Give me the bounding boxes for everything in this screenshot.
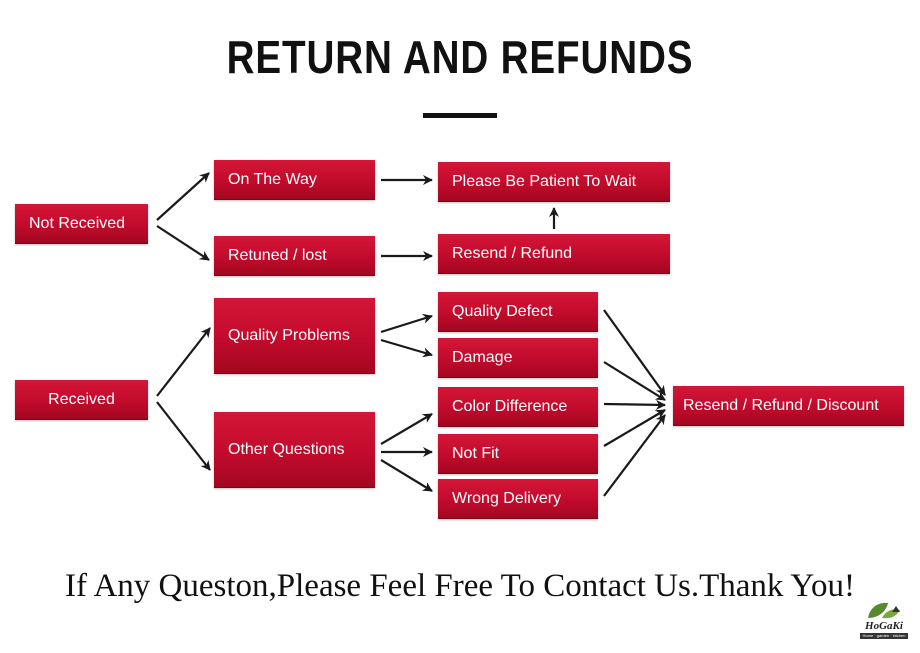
leaf-icon: [868, 602, 900, 619]
arrow-received-to-other-questions: [156, 401, 211, 471]
box-returned-lost-label: Retuned / lost: [228, 246, 327, 264]
box-color-difference: Color Difference: [438, 387, 598, 427]
box-resend-refund-label: Resend / Refund: [452, 244, 573, 262]
arrow-quality-problems-to-damage: [380, 338, 433, 358]
box-wrong-delivery: Wrong Delivery: [438, 479, 598, 519]
box-quality-defect: Quality Defect: [438, 292, 598, 332]
box-color-difference-label: Color Difference: [452, 397, 568, 415]
box-be-patient-label: Please Be Patient To Wait: [452, 172, 637, 190]
box-damage-label: Damage: [452, 348, 513, 366]
box-quality-problems: Quality Problems: [214, 298, 375, 374]
arrow-other-questions-to-color-difference: [380, 413, 433, 445]
arrow-not-received-to-returned-lost: [156, 225, 210, 261]
box-quality-defect-label: Quality Defect: [452, 302, 553, 320]
box-resend-refund-discount-label: Resend / Refund / Discount: [683, 396, 879, 414]
arrow-color-difference-to-final: [603, 399, 666, 410]
box-not-received-label: Not Received: [29, 214, 126, 232]
box-on-the-way-label: On The Way: [228, 170, 317, 188]
box-be-patient: Please Be Patient To Wait: [438, 162, 670, 202]
arrow-not-fit-to-final: [603, 409, 666, 447]
box-other-questions-label: Other Questions: [228, 440, 345, 458]
box-damage: Damage: [438, 338, 598, 378]
arrow-other-questions-to-wrong-delivery: [380, 459, 433, 492]
box-wrong-delivery-label: Wrong Delivery: [452, 489, 562, 507]
arrow-quality-defect-to-final: [603, 309, 666, 396]
page-title: RETURN AND REFUNDS: [226, 31, 694, 83]
box-received: Received: [15, 380, 148, 420]
box-received-label: Received: [48, 390, 115, 408]
arrow-damage-to-final: [603, 361, 666, 401]
box-resend-refund-discount: Resend / Refund / Discount: [673, 386, 904, 426]
box-other-questions: Other Questions: [214, 412, 375, 488]
box-on-the-way: On The Way: [214, 160, 375, 200]
box-resend-refund: Resend / Refund: [438, 234, 670, 274]
box-returned-lost: Retuned / lost: [214, 236, 375, 276]
title-underline: [423, 113, 497, 118]
arrow-received-to-quality-problems: [156, 327, 211, 397]
box-quality-problems-label: Quality Problems: [228, 326, 350, 344]
box-not-received: Not Received: [15, 204, 148, 244]
box-not-fit: Not Fit: [438, 434, 598, 474]
box-not-fit-label: Not Fit: [452, 444, 500, 462]
footer-contact-text: If Any Queston,Please Feel Free To Conta…: [65, 568, 855, 604]
arrow-quality-problems-to-quality-defect: [380, 313, 433, 334]
arrow-not-received-to-on-the-way: [156, 172, 210, 221]
logo-wordmark: HoGaKi: [865, 620, 903, 632]
brand-logo: HoGaKi Home · garden · kitchen: [858, 600, 910, 642]
arrow-wrong-delivery-to-final: [603, 414, 666, 497]
logo-tagline: Home · garden · kitchen: [860, 633, 908, 639]
